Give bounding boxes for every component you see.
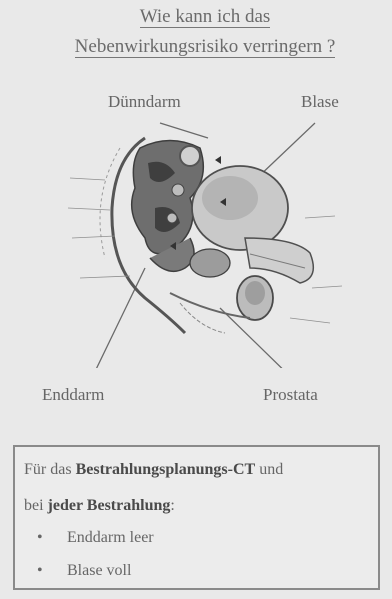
bullet-icon: • [37, 529, 43, 547]
testis-inner [245, 281, 265, 305]
line2-suffix: : [170, 497, 174, 514]
label-prostata: Prostata [263, 385, 318, 405]
title-line-1: Wie kann ich das [140, 7, 271, 28]
line2-prefix: bei [24, 497, 48, 514]
leader-line-duenndarm [160, 123, 208, 138]
title-line-2: Nebenwirkungsrisiko verringern ? [75, 37, 336, 58]
line1-prefix: Für das [24, 461, 76, 478]
line1-suffix: und [255, 461, 283, 478]
label-enddarm: Enddarm [42, 385, 104, 405]
muscle-lines [100, 148, 120, 258]
line2-bold: jeder Bestrahlung [48, 497, 171, 514]
intestine-lumen-2 [167, 213, 177, 223]
bladder-shade [202, 176, 258, 220]
line1-bold: Bestrahlungsplanungs-CT [76, 461, 256, 478]
instruction-line-1: Für das Bestrahlungsplanungs-CT und [24, 461, 283, 479]
label-duenndarm: Dünndarm [108, 92, 181, 112]
label-blase: Blase [301, 92, 339, 112]
intestine-lumen [172, 184, 184, 196]
instruction-box: Für das Bestrahlungsplanungs-CT und bei … [13, 445, 380, 590]
pelvis-anatomy-illustration [50, 118, 350, 368]
prostate-shape [190, 249, 230, 277]
list-item-blase: • Blase voll [67, 562, 131, 580]
list-item-text: Blase voll [67, 562, 131, 579]
bullet-icon: • [37, 562, 43, 580]
duenndarm-marker [215, 156, 221, 164]
instruction-line-2: bei jeder Bestrahlung: [24, 497, 175, 515]
list-item-enddarm: • Enddarm leer [67, 529, 154, 547]
page-title: Wie kann ich das Nebenwirkungsrisiko ver… [30, 4, 380, 64]
top-circle-structure [180, 146, 200, 166]
leader-line-enddarm [88, 268, 145, 368]
list-item-text: Enddarm leer [67, 529, 154, 546]
